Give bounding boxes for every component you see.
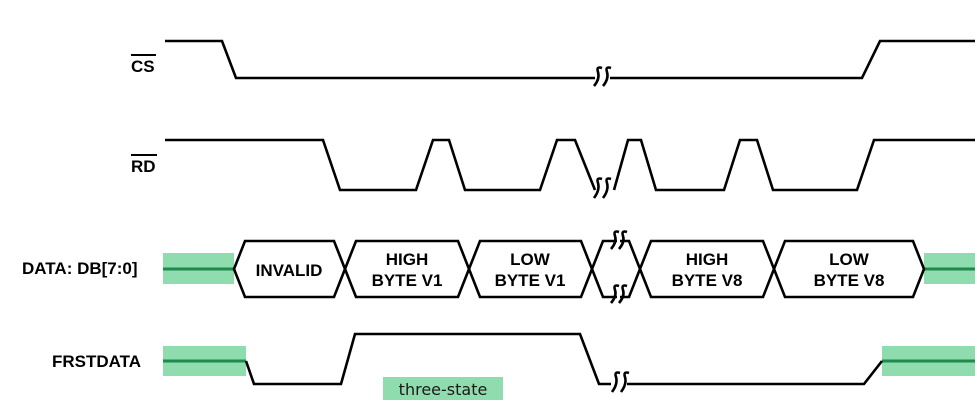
frstdata-label: FRSTDATA — [52, 352, 141, 371]
data-break-mark-top — [609, 230, 628, 250]
high-v1-label-line1: HIGH — [386, 250, 429, 269]
low-v1-label-line2: BYTE V1 — [495, 271, 566, 290]
rd-break-mark — [592, 177, 612, 199]
invalid-label: INVALID — [256, 261, 323, 280]
cs-label: CS — [131, 57, 155, 76]
cs-waveform — [165, 39, 595, 80]
high-v1-label-line2: BYTE V1 — [372, 271, 443, 290]
data-cell-gap-top — [590, 239, 617, 270]
data-bus-label: DATA: DB[7:0] — [22, 259, 138, 278]
three-state-legend-swatch — [383, 377, 503, 400]
rd-waveform — [165, 138, 597, 192]
frstdata-waveform-after-break — [627, 360, 884, 386]
three-state-legend-label: three-state — [399, 380, 488, 399]
frstdata-waveform — [244, 332, 611, 386]
data-cell-gap-bottom — [590, 268, 617, 299]
cs-break-mark — [592, 66, 612, 87]
rd-label: RD — [131, 157, 156, 176]
low-v8-label-line1: LOW — [829, 250, 870, 269]
low-v8-label-line2: BYTE V8 — [814, 271, 885, 290]
high-v8-label-line1: HIGH — [686, 250, 729, 269]
high-v8-label-line2: BYTE V8 — [672, 271, 743, 290]
low-v1-label-line1: LOW — [510, 250, 551, 269]
rd-waveform-after-break — [612, 138, 975, 192]
data-break-mark-bottom — [609, 284, 628, 304]
frstdata-break-mark — [610, 371, 630, 393]
cs-waveform-after-break — [610, 39, 975, 80]
data-cell-low-v8 — [772, 239, 926, 299]
